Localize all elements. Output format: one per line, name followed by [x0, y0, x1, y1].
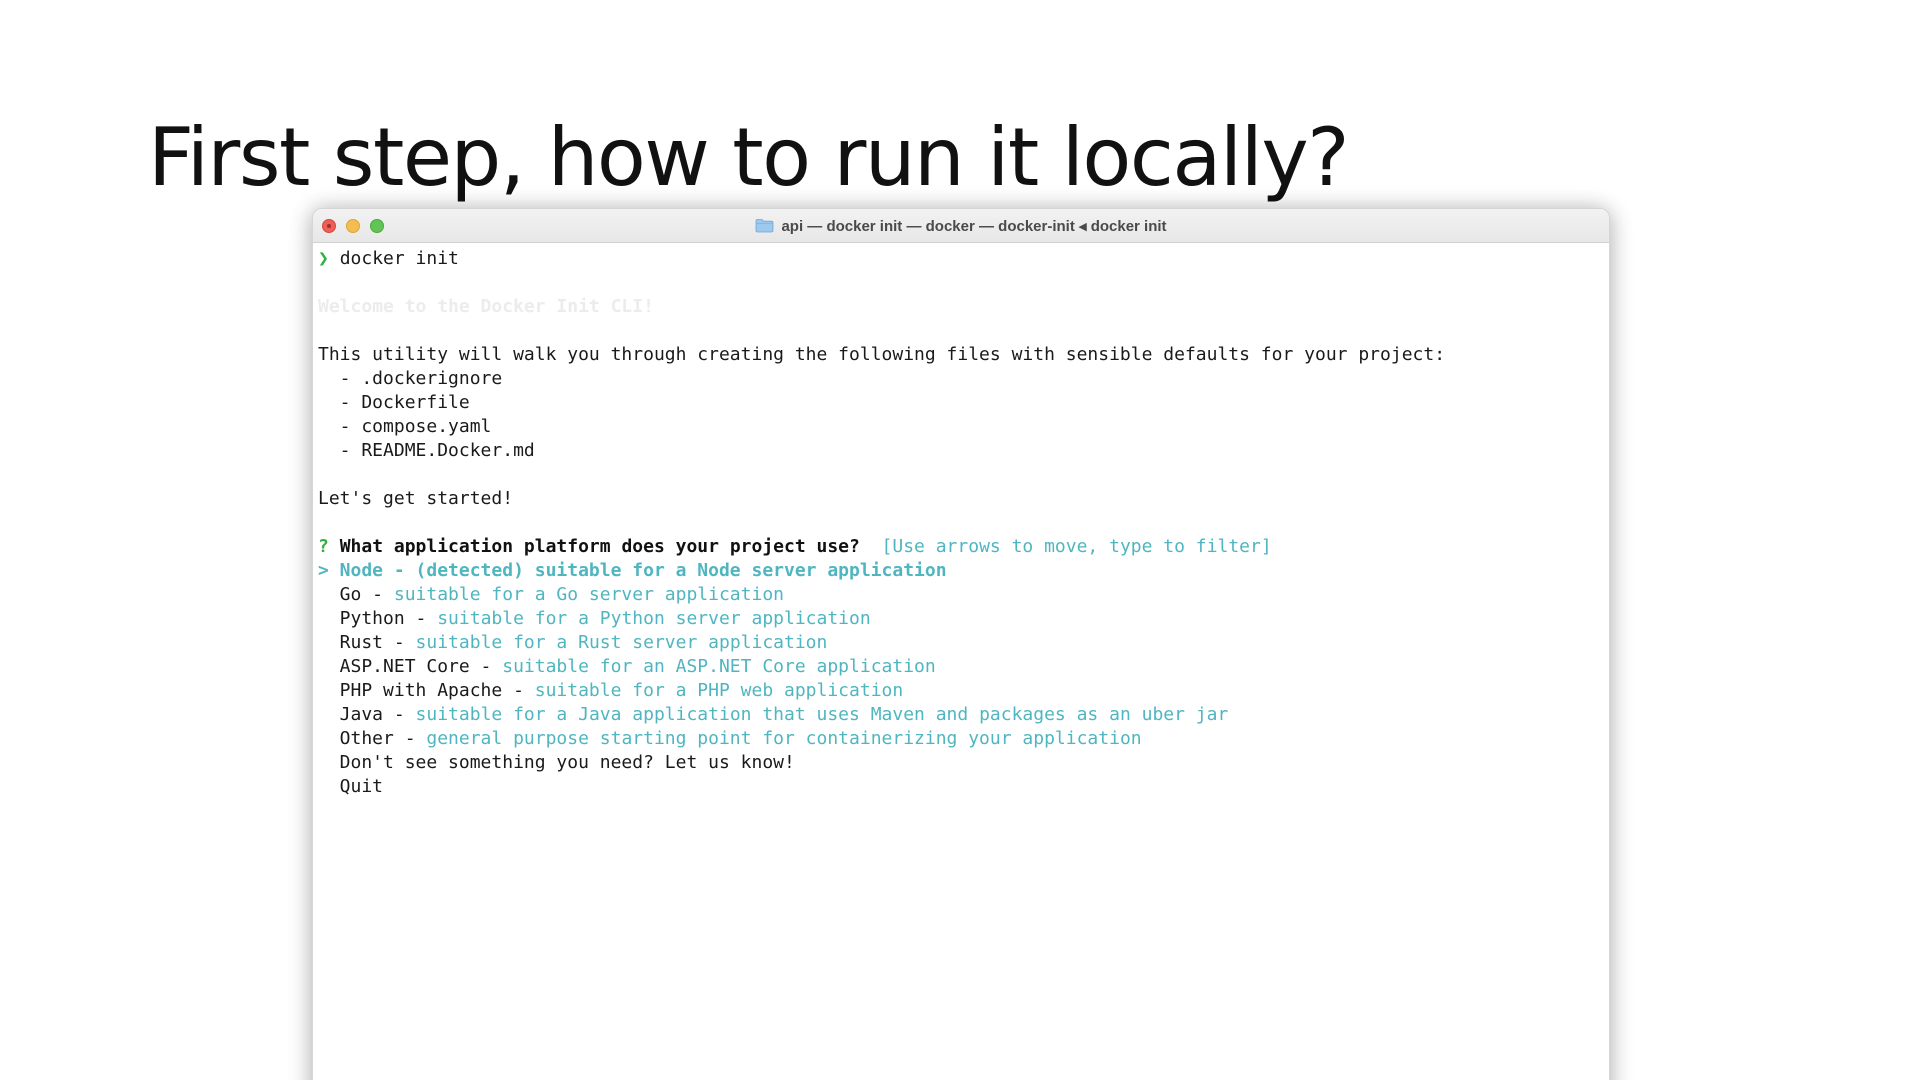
option-description: suitable for an ASP.NET Core application — [502, 656, 936, 677]
folder-icon — [756, 219, 774, 233]
quit-option[interactable]: Quit — [318, 775, 1604, 799]
feedback-option[interactable]: Don't see something you need? Let us kno… — [318, 751, 1604, 775]
option-name: Python - — [318, 608, 438, 629]
terminal-output[interactable]: ❯ docker init Welcome to the Docker Init… — [313, 243, 1609, 799]
option-description: suitable for a Go server application — [393, 584, 784, 605]
platform-option[interactable]: Java - suitable for a Java application t… — [318, 703, 1604, 727]
platform-option[interactable]: ASP.NET Core - suitable for an ASP.NET C… — [318, 655, 1604, 679]
intro-text: This utility will walk you through creat… — [318, 344, 1446, 365]
question-mark-icon: ? — [318, 536, 329, 557]
file-list-item: - README.Docker.md — [318, 440, 535, 461]
option-description: suitable for a PHP web application — [534, 680, 904, 701]
welcome-text: Welcome to the Docker Init CLI! — [318, 296, 654, 317]
file-list-item: - .dockerignore — [318, 368, 503, 389]
option-name: Other - — [318, 728, 427, 749]
started-text: Let's get started! — [318, 488, 514, 509]
zoom-window-button[interactable] — [370, 219, 384, 233]
blank-line — [318, 511, 1604, 535]
option-description: suitable for a Rust server application — [415, 632, 828, 653]
option-name: Java - — [318, 704, 416, 725]
option-description: suitable for a Python server application — [437, 608, 871, 629]
platform-option[interactable]: Go - suitable for a Go server applicatio… — [318, 583, 1604, 607]
minimize-window-button[interactable] — [346, 219, 360, 233]
option-description: general purpose starting point for conta… — [426, 728, 1142, 749]
command-text: docker init — [339, 248, 459, 269]
option-name: Rust - — [318, 632, 416, 653]
option-name: Don't see something you need? Let us kno… — [318, 752, 795, 773]
platform-question: ? What application platform does your pr… — [318, 535, 1604, 559]
option-description: suitable for a Java application that use… — [415, 704, 1229, 725]
option-name: PHP with Apache - — [318, 680, 535, 701]
slide-title: First step, how to run it locally? — [148, 111, 1350, 204]
platform-option[interactable]: Other - general purpose starting point f… — [318, 727, 1604, 751]
window-title: api — docker init — docker — docker-init… — [781, 217, 1167, 235]
option-name: ASP.NET Core - — [318, 656, 503, 677]
platform-option[interactable]: Rust - suitable for a Rust server applic… — [318, 631, 1604, 655]
command-line: ❯ docker init — [318, 247, 1604, 271]
window-titlebar: api — docker init — docker — docker-init… — [313, 209, 1609, 243]
close-window-button[interactable] — [322, 219, 336, 233]
platform-option[interactable]: Python - suitable for a Python server ap… — [318, 607, 1604, 631]
prompt-arrow-icon: ❯ — [318, 248, 329, 269]
question-text: What application platform does your proj… — [339, 536, 860, 557]
blank-line — [318, 463, 1604, 487]
option-name: Go - — [318, 584, 394, 605]
terminal-window: api — docker init — docker — docker-init… — [312, 208, 1610, 1080]
question-hint: [Use arrows to move, type to filter] — [859, 536, 1272, 557]
platform-option-selected[interactable]: > Node - (detected) suitable for a Node … — [318, 560, 947, 581]
window-title-group: api — docker init — docker — docker-init… — [313, 209, 1609, 242]
platform-option[interactable]: PHP with Apache - suitable for a PHP web… — [318, 679, 1604, 703]
file-list-item: - compose.yaml — [318, 416, 492, 437]
blank-line — [318, 271, 1604, 295]
file-list-item: - Dockerfile — [318, 392, 470, 413]
option-name: Quit — [318, 776, 384, 797]
blank-line — [318, 319, 1604, 343]
